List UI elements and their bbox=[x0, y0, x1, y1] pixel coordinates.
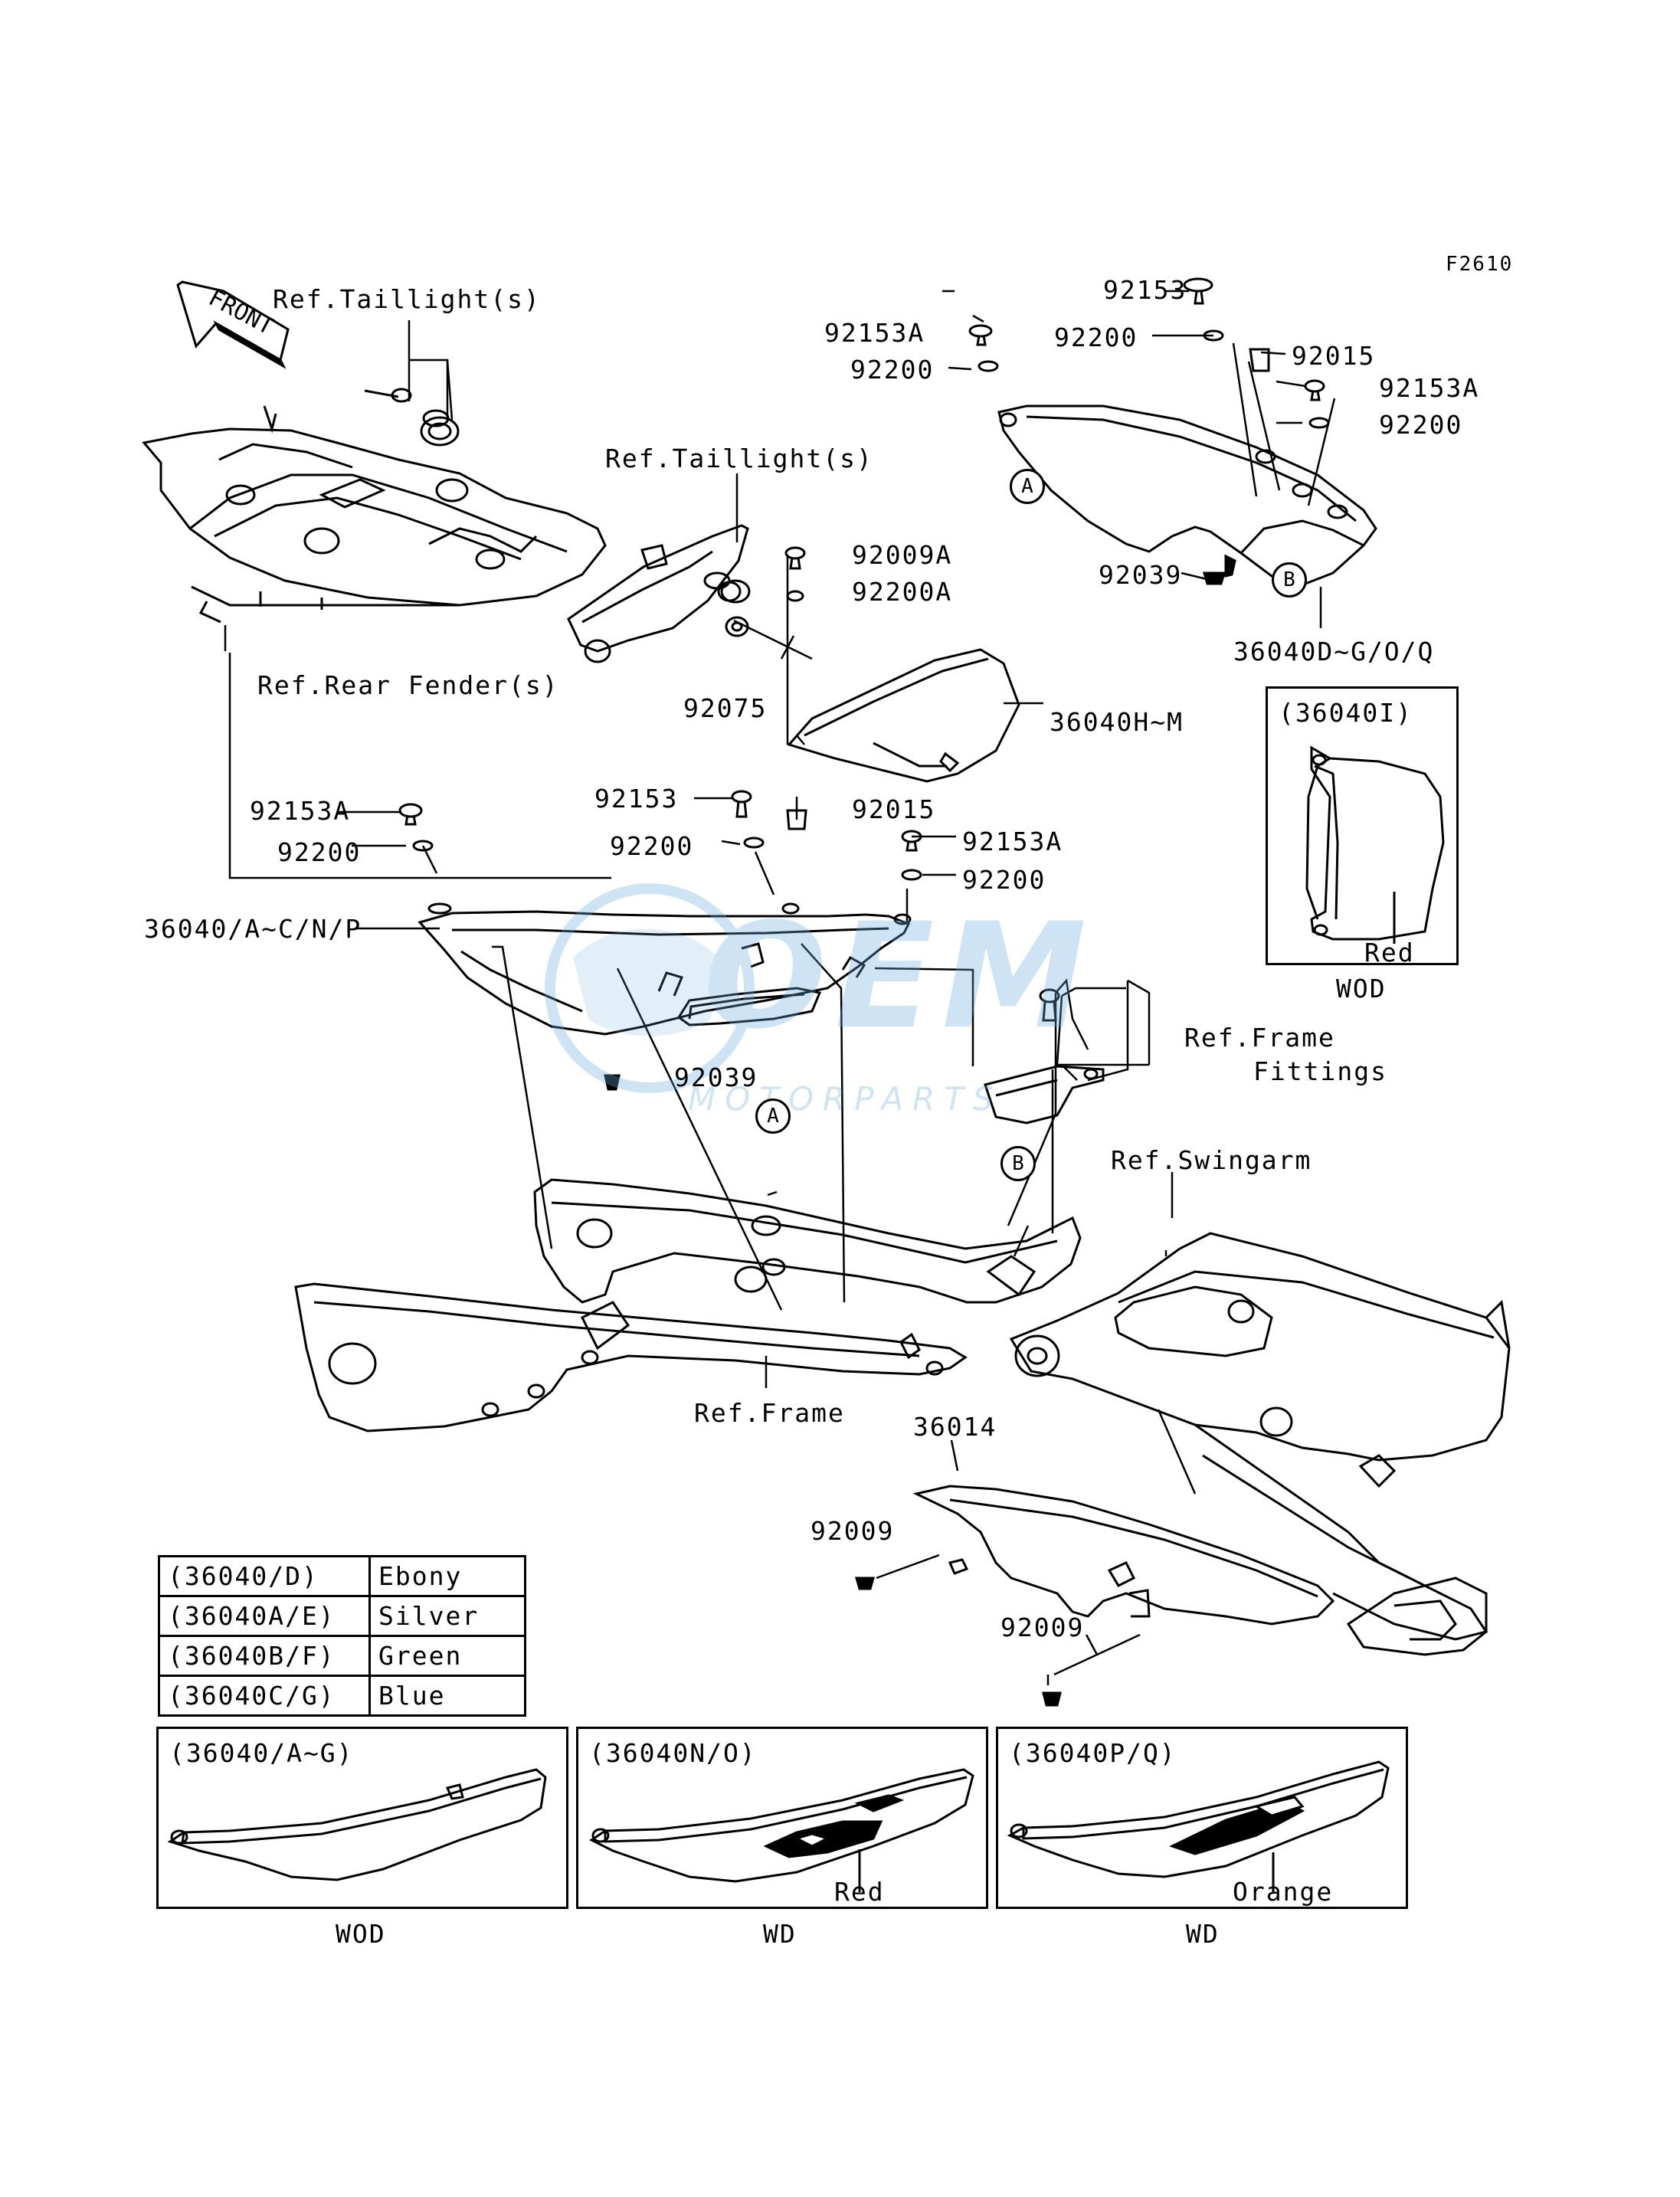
callout-a-frame: A bbox=[755, 1098, 791, 1134]
part-92200-mid2: 92200 bbox=[962, 865, 1046, 895]
inset-36040i-caption: WOD bbox=[1336, 974, 1387, 1004]
variant-caption: WD bbox=[1186, 1919, 1220, 1949]
front-arrow-icon: FRONT bbox=[176, 280, 290, 369]
color-name: Blue bbox=[368, 1675, 526, 1717]
table-row: (36040B/F) Green bbox=[158, 1635, 526, 1677]
color-name: Green bbox=[368, 1635, 526, 1677]
part-92015-top: 92015 bbox=[1292, 341, 1376, 371]
part-92009-2: 92009 bbox=[1000, 1613, 1085, 1642]
color-name: Ebony bbox=[368, 1555, 526, 1597]
part-92153a-mid: 92153A bbox=[962, 827, 1063, 856]
variant-title: (36040N/O) bbox=[589, 1738, 757, 1768]
frame-drawing bbox=[294, 1178, 1082, 1432]
variant-caption: WD bbox=[763, 1919, 797, 1949]
part-92153a-left: 92153A bbox=[250, 796, 351, 826]
inset-36040i-box: (36040I) Red bbox=[1266, 686, 1459, 965]
table-row: (36040C/G) Blue bbox=[158, 1675, 526, 1717]
callout-b-top: B bbox=[1272, 562, 1307, 598]
watermark-logo: OEM MOTORPARTS bbox=[527, 873, 1086, 1149]
color-code: (36040/D) bbox=[158, 1555, 371, 1597]
part-92200-left: 92200 bbox=[277, 837, 362, 867]
seat-cowl-drawing bbox=[725, 546, 1020, 783]
part-92153-mid: 92153 bbox=[594, 784, 679, 814]
watermark-subtext: MOTORPARTS bbox=[688, 1080, 1003, 1118]
variant-box-3: (36040P/Q) Orange bbox=[996, 1727, 1408, 1909]
ref-frame: Ref.Frame bbox=[694, 1398, 845, 1428]
callout-a-top: A bbox=[1010, 469, 1045, 504]
part-92200-mid: 92200 bbox=[610, 831, 694, 861]
side-cover-drawing bbox=[418, 902, 912, 1091]
part-92039-top: 92039 bbox=[1099, 560, 1183, 590]
ref-swingarm: Ref.Swingarm bbox=[1111, 1145, 1312, 1175]
variant-color: Red bbox=[834, 1877, 885, 1907]
part-92153-top: 92153 bbox=[1103, 275, 1187, 305]
ref-taillight-1: Ref.Taillight(s) bbox=[273, 284, 541, 314]
swingarm-drawing bbox=[1009, 1232, 1511, 1656]
leader-lines bbox=[224, 290, 1336, 1685]
part-36040a: 36040/A~C/N/P bbox=[144, 914, 362, 944]
ref-frame-fittings-2: Fittings bbox=[1253, 1056, 1387, 1086]
part-92075: 92075 bbox=[683, 693, 768, 723]
part-92200-top2: 92200 bbox=[1054, 323, 1138, 352]
variant-drawings bbox=[167, 1760, 1390, 1892]
watermark-text: OEM bbox=[703, 892, 1095, 1061]
chain-guard-drawing bbox=[855, 1485, 1335, 1707]
inset-36040i-title: (36040I) bbox=[1279, 698, 1413, 728]
ref-frame-fittings-1: Ref.Frame bbox=[1184, 1023, 1335, 1053]
part-36014: 36014 bbox=[913, 1412, 997, 1442]
left-hardware-icons bbox=[398, 790, 922, 881]
part-92200-top: 92200 bbox=[850, 355, 935, 385]
color-code: (36040C/G) bbox=[158, 1675, 371, 1717]
part-92039-mid: 92039 bbox=[674, 1062, 758, 1092]
color-table: (36040/D) Ebony (36040A/E) Silver (36040… bbox=[158, 1555, 526, 1717]
part-92153a-top: 92153A bbox=[824, 318, 925, 348]
part-36040d: 36040D~G/O/Q bbox=[1233, 637, 1435, 666]
variant-caption: WOD bbox=[336, 1919, 386, 1949]
inset-36040i-drawing bbox=[1305, 745, 1445, 944]
frame-fittings-drawing bbox=[984, 988, 1105, 1125]
part-92200a: 92200A bbox=[852, 577, 953, 607]
variant-box-2: (36040N/O) Red bbox=[576, 1727, 988, 1909]
tail-cowl-drawing bbox=[997, 404, 1377, 585]
table-row: (36040A/E) Silver bbox=[158, 1595, 526, 1637]
top-right-hardware-icons bbox=[968, 277, 1330, 585]
callout-b-frame: B bbox=[1000, 1146, 1036, 1181]
part-92009a: 92009A bbox=[852, 540, 953, 570]
color-name: Silver bbox=[368, 1595, 526, 1637]
part-36040h: 36040H~M bbox=[1050, 707, 1184, 737]
variant-color: Orange bbox=[1233, 1877, 1334, 1907]
ref-taillight-2: Ref.Taillight(s) bbox=[605, 444, 873, 473]
inset-36040i-color: Red bbox=[1364, 938, 1415, 968]
variant-box-1: (36040/A~G) bbox=[156, 1727, 568, 1909]
variant-title: (36040P/Q) bbox=[1009, 1738, 1177, 1768]
part-92200-right: 92200 bbox=[1379, 410, 1463, 440]
taillight-hardware-icons bbox=[364, 388, 742, 602]
part-92009-1: 92009 bbox=[811, 1516, 895, 1546]
color-code: (36040A/E) bbox=[158, 1595, 371, 1637]
color-code: (36040B/F) bbox=[158, 1635, 371, 1677]
variant-title: (36040/A~G) bbox=[169, 1738, 354, 1768]
figure-code: F2610 bbox=[1446, 253, 1514, 276]
part-92153a-right: 92153A bbox=[1379, 373, 1480, 403]
table-row: (36040/D) Ebony bbox=[158, 1555, 526, 1597]
part-92015-mid: 92015 bbox=[852, 794, 936, 824]
rear-fender-drawing bbox=[142, 405, 751, 663]
ref-rear-fender: Ref.Rear Fender(s) bbox=[257, 670, 559, 700]
